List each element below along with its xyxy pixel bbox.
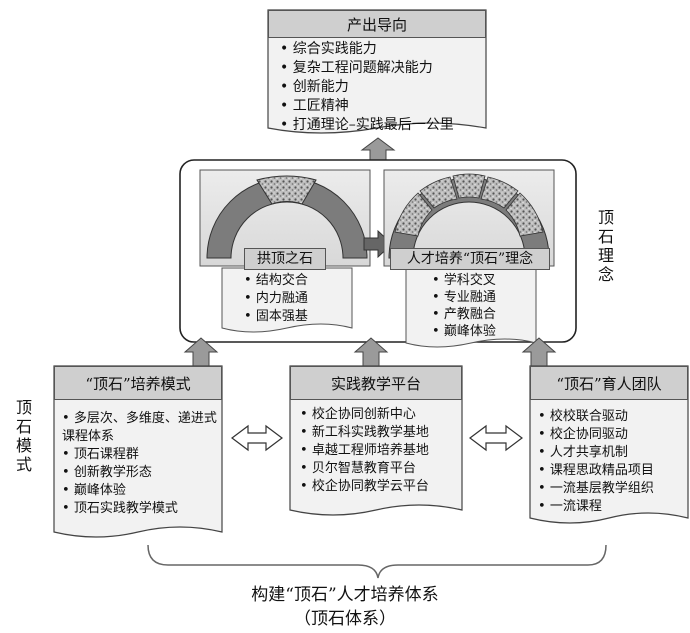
- list-item: 创新能力: [280, 78, 485, 97]
- list-item: 校企协同教学云平台: [300, 478, 460, 496]
- list-item: 固本强基: [244, 308, 354, 326]
- list-item: 内力融通: [244, 290, 354, 308]
- double-arrow-left: [231, 424, 283, 452]
- arch-right-list: 学科交叉 专业融通 产教融合 巅峰体验: [432, 272, 542, 340]
- list-item: 课程思政精品项目: [538, 462, 688, 480]
- arch-left-list: 结构交合 内力融通 固本强基: [244, 272, 354, 326]
- list-item: 创新教学形态: [62, 464, 220, 482]
- arch-left-title: 拱顶之石: [244, 248, 326, 270]
- caption-line-1: 构建“顶石”人才培养体系: [251, 585, 439, 605]
- list-item: 人才共享机制: [538, 444, 688, 462]
- double-arrow-right: [469, 424, 523, 452]
- list-item: 一流基层教学组织: [538, 480, 688, 498]
- arch-right-title: 人才培养“顶石”理念: [390, 248, 550, 270]
- list-item: 卓越工程师培养基地: [300, 442, 460, 460]
- training-mode-title: “顶石”培养模式: [54, 366, 222, 400]
- mode-side-label: 顶石模式: [15, 398, 32, 474]
- caption-line-2: （顶石体系）: [294, 609, 396, 629]
- team-list: 校校联合驱动 校企协同驱动 人才共享机制 课程思政精品项目 一流基层教学组织 一…: [538, 408, 688, 516]
- list-item: 综合实践能力: [280, 40, 485, 59]
- concept-side-label: 顶石理念: [597, 208, 614, 284]
- list-item: 学科交叉: [432, 272, 542, 289]
- bottom-brace: [147, 544, 607, 579]
- list-item: 顶石课程群: [62, 446, 220, 464]
- list-item: 校企协同驱动: [538, 426, 688, 444]
- arch-left-panel: [199, 169, 371, 267]
- list-item: 巅峰体验: [432, 323, 542, 340]
- arrow-up-center: [353, 337, 389, 367]
- list-item: 顶石实践教学模式: [62, 500, 220, 518]
- output-title: 产出导向: [268, 10, 486, 38]
- practice-platform-title: 实践教学平台: [290, 366, 462, 400]
- arrow-up-right: [521, 337, 557, 367]
- list-item: 校校联合驱动: [538, 408, 688, 426]
- list-item: 产教融合: [432, 306, 542, 323]
- list-item: 专业融通: [432, 289, 542, 306]
- list-item: 校企协同创新中心: [300, 406, 460, 424]
- output-list: 综合实践能力 复杂工程问题解决能力 创新能力 工匠精神 打通理论–实践最后一公里: [280, 40, 485, 135]
- list-item: 巅峰体验: [62, 482, 220, 500]
- list-item: 复杂工程问题解决能力: [280, 59, 485, 78]
- training-mode-list: 多层次、多维度、递进式课程体系 顶石课程群 创新教学形态 巅峰体验 顶石实践教学…: [62, 410, 220, 518]
- list-item: 新工科实践教学基地: [300, 424, 460, 442]
- list-item: 一流课程: [538, 498, 688, 516]
- list-item: 多层次、多维度、递进式课程体系: [62, 410, 220, 446]
- list-item: 工匠精神: [280, 97, 485, 116]
- list-item: 结构交合: [244, 272, 354, 290]
- list-item: 贝尔智慧教育平台: [300, 460, 460, 478]
- practice-platform-list: 校企协同创新中心 新工科实践教学基地 卓越工程师培养基地 贝尔智慧教育平台 校企…: [300, 406, 460, 496]
- arrow-up-left: [183, 337, 219, 367]
- team-title: “顶石”育人团队: [530, 366, 688, 400]
- arrow-up-to-output: [360, 137, 396, 161]
- list-item: 打通理论–实践最后一公里: [280, 116, 485, 135]
